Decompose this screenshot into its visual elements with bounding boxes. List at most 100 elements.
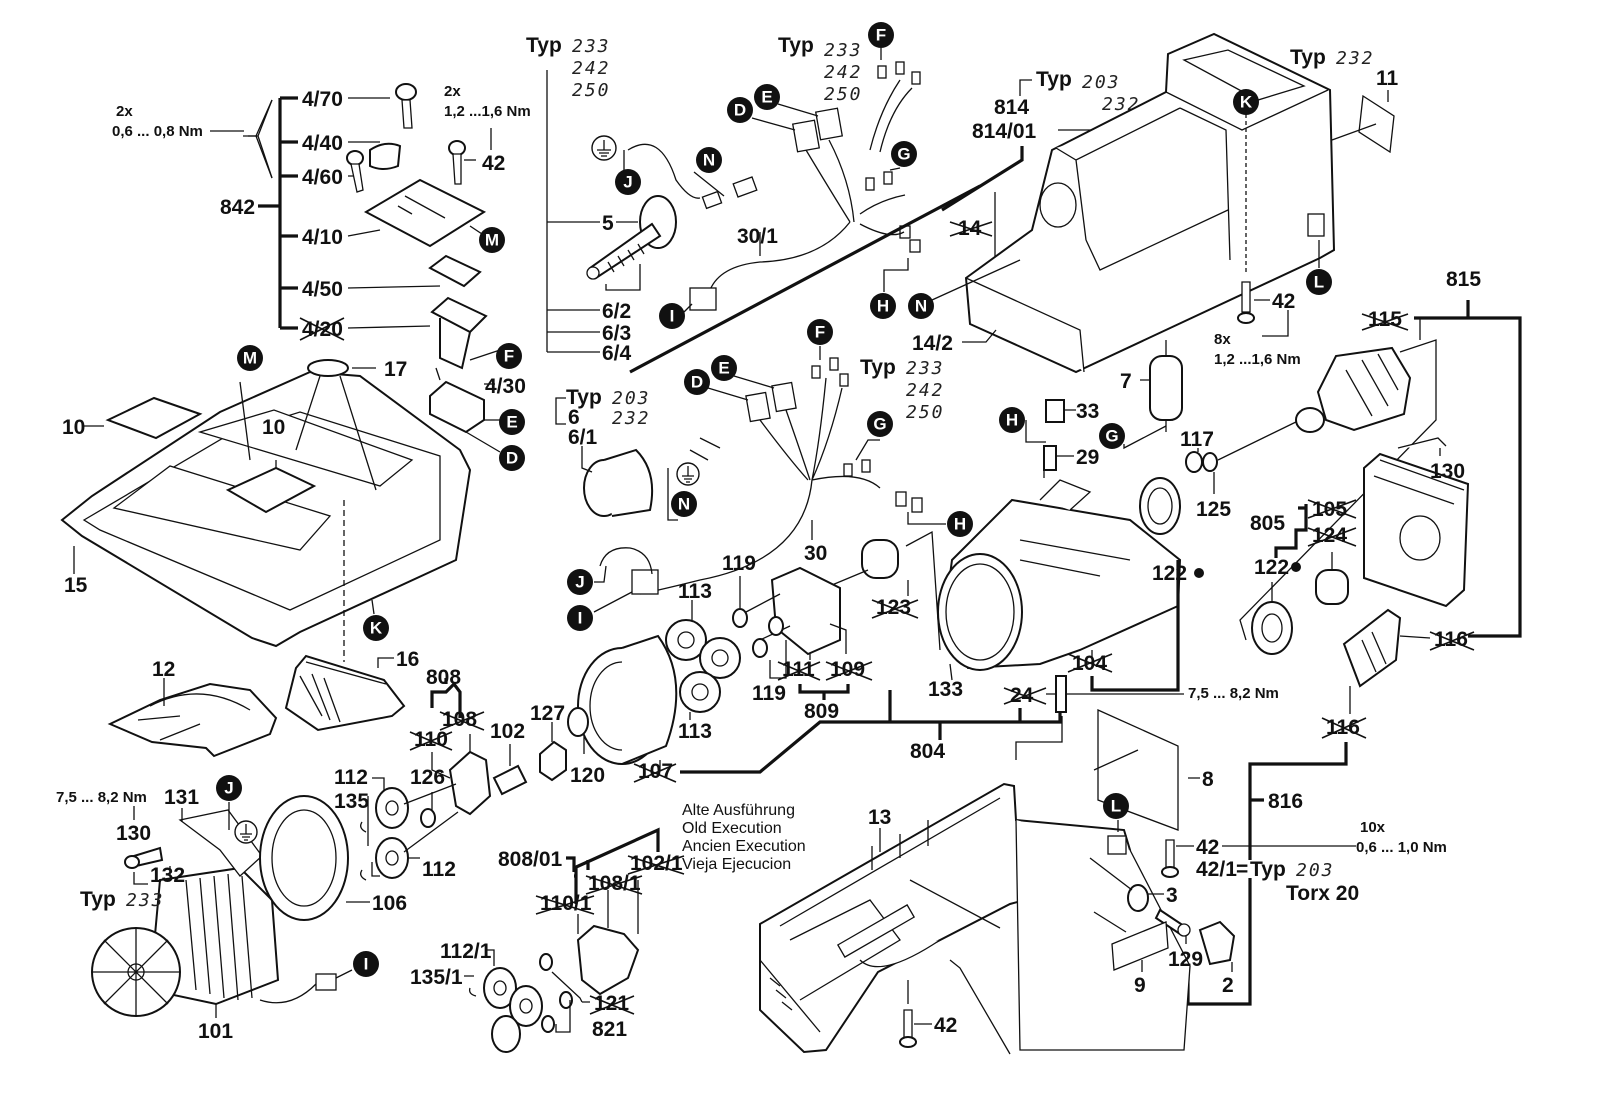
- part-label-135-1: 135/1: [410, 966, 463, 989]
- svg-text:J: J: [575, 573, 584, 592]
- svg-text:K: K: [1240, 93, 1253, 112]
- washer-119: [732, 608, 748, 628]
- svg-text:K: K: [370, 619, 383, 638]
- label-10: [105, 396, 203, 440]
- washer: [559, 991, 573, 1009]
- part-label-14-2: 14/2: [912, 332, 953, 355]
- legend-old-es: Vieja Ejecucion: [682, 856, 791, 873]
- planet-gear-113: [665, 619, 707, 661]
- assembly-label-805: 805: [1250, 512, 1285, 535]
- screw-42: [899, 1009, 917, 1048]
- part-label-127: 127: [530, 702, 565, 725]
- typ-number: 233: [906, 358, 945, 379]
- gear-112-1: [483, 967, 517, 1009]
- part-label-42: 42: [934, 1014, 957, 1037]
- obsolete-strike: [299, 317, 345, 341]
- bullet-marker: [1291, 562, 1301, 572]
- svg-text:I: I: [578, 609, 583, 628]
- svg-text:E: E: [506, 413, 517, 432]
- part-label-6-3: 6/3: [602, 322, 631, 345]
- typ-number: 203: [1296, 860, 1335, 881]
- connector-bubble-f: F: [807, 319, 833, 345]
- part-label-113: 113: [678, 720, 712, 743]
- connector-bubble-h: H: [999, 407, 1025, 433]
- gear-assembly-808: 808 108 110 102 127 112 126 135 112: [334, 666, 567, 881]
- part-label-6-4: 6/4: [602, 342, 632, 365]
- typ-number: 242: [572, 58, 611, 79]
- part-label-129: 129: [1168, 948, 1203, 971]
- part-label-120: 120: [570, 764, 605, 787]
- torque-qty: 10x: [1360, 819, 1386, 836]
- part-label-42: 42: [1196, 836, 1219, 859]
- part-label-132: 132: [150, 864, 185, 887]
- svg-text:I: I: [364, 955, 369, 974]
- motor-101: [91, 866, 280, 1017]
- part-label-119: 119: [722, 552, 756, 575]
- gear-carrier: [770, 566, 841, 656]
- cable-assembly-typ-233: Typ 233 242 250 5 6/2 6/3 6/4 J N Typ 23…: [526, 22, 981, 374]
- fan-115: [1316, 346, 1412, 432]
- label-plate-11: [1358, 94, 1395, 154]
- svg-text:G: G: [873, 415, 886, 434]
- typ-number: 203: [1082, 72, 1121, 93]
- ground-icon: [591, 135, 617, 161]
- part-label-115: 115: [1368, 308, 1402, 331]
- assembly-label-809: 809: [804, 700, 839, 723]
- assembly-label-842: 842: [220, 196, 255, 219]
- part-label-121: 121: [594, 992, 629, 1015]
- ground-icon: [234, 820, 258, 844]
- screw-4-60: [346, 150, 364, 193]
- connector-bubble-h: H: [947, 511, 973, 537]
- typ-label: Typ: [566, 386, 602, 409]
- part-label-42-1: 42/1: [1196, 858, 1237, 881]
- washer-119: [752, 638, 768, 658]
- part-label-106: 106: [372, 892, 407, 915]
- screw-42: [448, 140, 476, 185]
- typ-number: 250: [572, 80, 611, 101]
- motor-housing-assembly: 7 33 29 H G 133 104 122 117 125: [928, 268, 1522, 1006]
- assembly-label-808: 808: [426, 666, 461, 689]
- part-label-29: 29: [1076, 446, 1099, 469]
- part-label-122: 122: [1254, 556, 1289, 579]
- connector-bubble-f: F: [868, 22, 894, 48]
- ground-icon: [676, 462, 700, 486]
- brush-116: [1342, 608, 1402, 688]
- typ-number: 242: [824, 62, 863, 83]
- typ-label: Typ: [860, 356, 896, 379]
- torque-qty: 2x: [116, 103, 133, 120]
- part-label-7: 7: [1120, 370, 1132, 393]
- part-label-133: 133: [928, 678, 963, 701]
- part-label-11: 11: [1376, 67, 1399, 90]
- knob-4-40: [369, 142, 402, 170]
- typ-label: Typ: [1250, 858, 1286, 881]
- part-label-112-1: 112/1: [440, 940, 492, 963]
- part-label-122: 122: [1152, 562, 1187, 585]
- housing-814: Typ 203 232 814 814/01 14 K L 42 8x 1,2 …: [860, 32, 1399, 423]
- plug-5: [586, 195, 677, 280]
- part-label-4-10: 4/10: [302, 226, 343, 249]
- assembly-label-821: 821: [592, 1018, 627, 1041]
- torque-value: 7,5 ... 8,2 Nm: [1188, 685, 1279, 702]
- torx-note: Torx 20: [1286, 882, 1359, 905]
- washer-117: [1185, 451, 1203, 473]
- retainer-127: [539, 740, 567, 782]
- cover-15: 17 10 10 15 M K: [60, 345, 472, 662]
- part-label-110: 110: [414, 728, 448, 751]
- legend-old-fr: Ancien Execution: [682, 838, 806, 855]
- part-label-4-60: 4/60: [302, 166, 343, 189]
- gear-112: [375, 837, 409, 879]
- connector-bubble-l: L: [1306, 269, 1332, 295]
- part-label-112: 112: [334, 766, 368, 789]
- part-label-42: 42: [482, 152, 505, 175]
- part-label-123: 123: [876, 596, 911, 619]
- typ-number: 232: [612, 408, 651, 429]
- assembly-label-804: 804: [910, 740, 945, 763]
- part-label-13: 13: [868, 806, 891, 829]
- typ-number: 242: [906, 380, 945, 401]
- part-label-3: 3: [1166, 884, 1178, 907]
- part-label-107: 107: [638, 760, 673, 783]
- screw-4-70: [395, 83, 417, 129]
- torque-value: 1,2 ...1,6 Nm: [444, 103, 531, 120]
- part-label-4-50: 4/50: [302, 278, 343, 301]
